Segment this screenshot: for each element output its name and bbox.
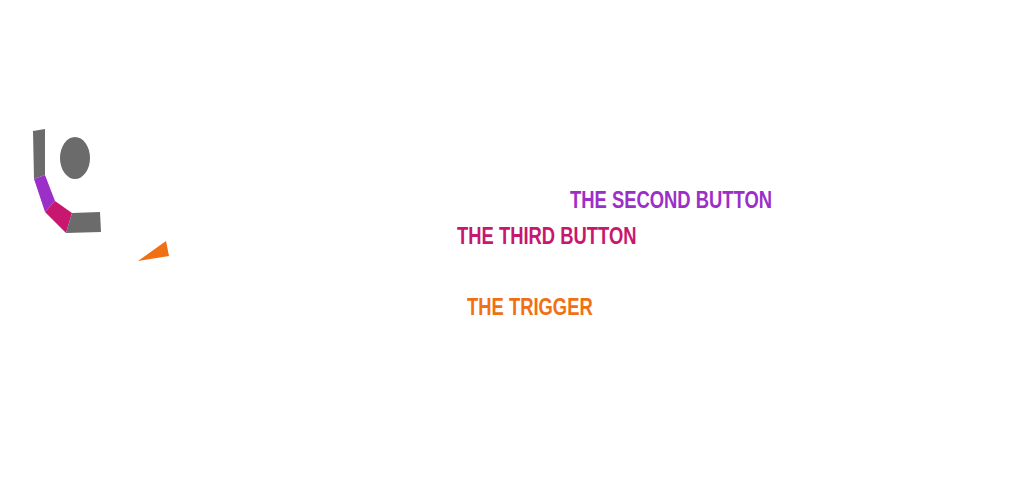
grip-outline xyxy=(66,212,101,233)
callout-label: THE TRIGGER xyxy=(467,294,593,320)
thumb-button xyxy=(60,137,90,179)
callout-label: THE THIRD BUTTON xyxy=(457,223,637,249)
grip-outline xyxy=(33,129,45,179)
trigger-segment xyxy=(138,241,169,261)
callout-label: THE SECOND BUTTON xyxy=(570,187,772,213)
